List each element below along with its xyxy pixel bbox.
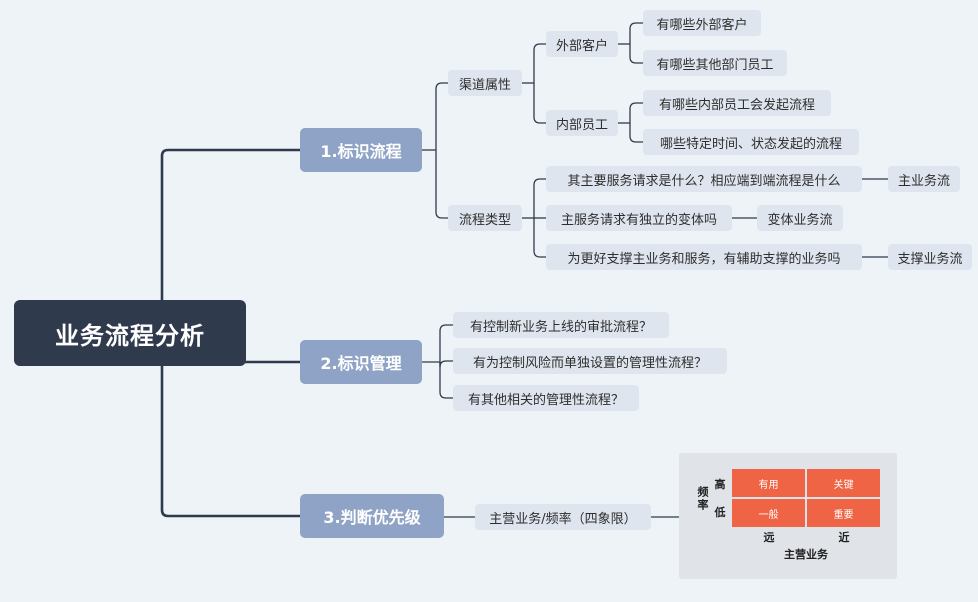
leaf-other-department-staff[interactable]: 有哪些其他部门员工 [643, 50, 787, 76]
result-variant-business-flow[interactable]: 变体业务流 [757, 205, 843, 231]
quadrant-x-tick-far: 远 [763, 531, 775, 544]
branch2-connector-branch-0 [439, 324, 453, 362]
internal-connector-branch-0 [629, 102, 643, 123]
internal-connector-branch-1 [629, 123, 643, 143]
quadrant-cell-important: 重要 [807, 499, 880, 527]
leaf-business-frequency-quadrant[interactable]: 主营业务/频率（四象限） [475, 504, 651, 530]
branch-determine-priority[interactable]: 3.判断优先级 [300, 494, 444, 538]
external-connector-branch-1 [629, 44, 643, 64]
type-connector-branch-0 [533, 178, 546, 218]
branch2-connector-branch-1 [439, 360, 453, 368]
branch-identify-management[interactable]: 2.标识管理 [300, 340, 422, 384]
topic-process-type[interactable]: 流程类型 [448, 205, 522, 231]
branch1-connector-branch-0 [435, 82, 448, 150]
quadrant-cell-useful: 有用 [732, 469, 805, 497]
branch-identify-process[interactable]: 1.标识流程 [300, 128, 422, 172]
quadrant-x-tick-near: 近 [838, 531, 850, 544]
topic-external-customer[interactable]: 外部客户 [546, 31, 618, 57]
quadrant-y-tick-low: 低 [714, 506, 726, 519]
question-main-service-request[interactable]: 其主要服务请求是什么？相应端到端流程是什么 [546, 166, 862, 192]
result-main-business-flow[interactable]: 主业务流 [888, 166, 960, 192]
question-support-business[interactable]: 为更好支撑主业务和服务，有辅助支撑的业务吗 [546, 244, 862, 270]
root-connector-branch-0 [160, 148, 300, 362]
topic-internal-staff[interactable]: 内部员工 [546, 110, 618, 136]
leaf-external-customers[interactable]: 有哪些外部客户 [643, 10, 761, 36]
quadrant-y-axis-label: 频率 [696, 486, 709, 512]
leaf-risk-control-process[interactable]: 有为控制风险而单独设置的管理性流程？ [453, 348, 727, 374]
priority-quadrant: 频率 高 低 有用 关键 一般 重要 远 近 主营业务 [679, 453, 897, 579]
question-variant-request[interactable]: 主服务请求有独立的变体吗 [546, 205, 732, 231]
branch1-connector-branch-1 [435, 150, 448, 219]
root-connector-branch-2 [160, 362, 300, 518]
branch2-connector-branch-2 [439, 362, 453, 399]
leaf-other-management-process[interactable]: 有其他相关的管理性流程？ [453, 385, 639, 411]
root-topic[interactable]: 业务流程分析 [14, 300, 246, 366]
external-connector-branch-0 [629, 22, 643, 44]
leaf-new-business-approval[interactable]: 有控制新业务上线的审批流程？ [453, 312, 669, 338]
quadrant-cell-critical: 关键 [807, 469, 880, 497]
quadrant-x-axis-label: 主营业务 [784, 548, 828, 561]
channel-connector-branch-1 [533, 83, 546, 124]
quadrant-cell-general: 一般 [732, 499, 805, 527]
leaf-internal-staff-initiators[interactable]: 有哪些内部员工会发起流程 [643, 90, 831, 116]
leaf-time-state-triggers[interactable]: 哪些特定时间、状态发起的流程 [643, 129, 859, 155]
channel-connector-branch-0 [533, 43, 546, 83]
quadrant-y-tick-high: 高 [714, 478, 726, 491]
result-support-business-flow[interactable]: 支撑业务流 [888, 244, 972, 270]
type-connector-branch-2 [533, 218, 546, 258]
topic-channel-attribute[interactable]: 渠道属性 [448, 70, 522, 96]
